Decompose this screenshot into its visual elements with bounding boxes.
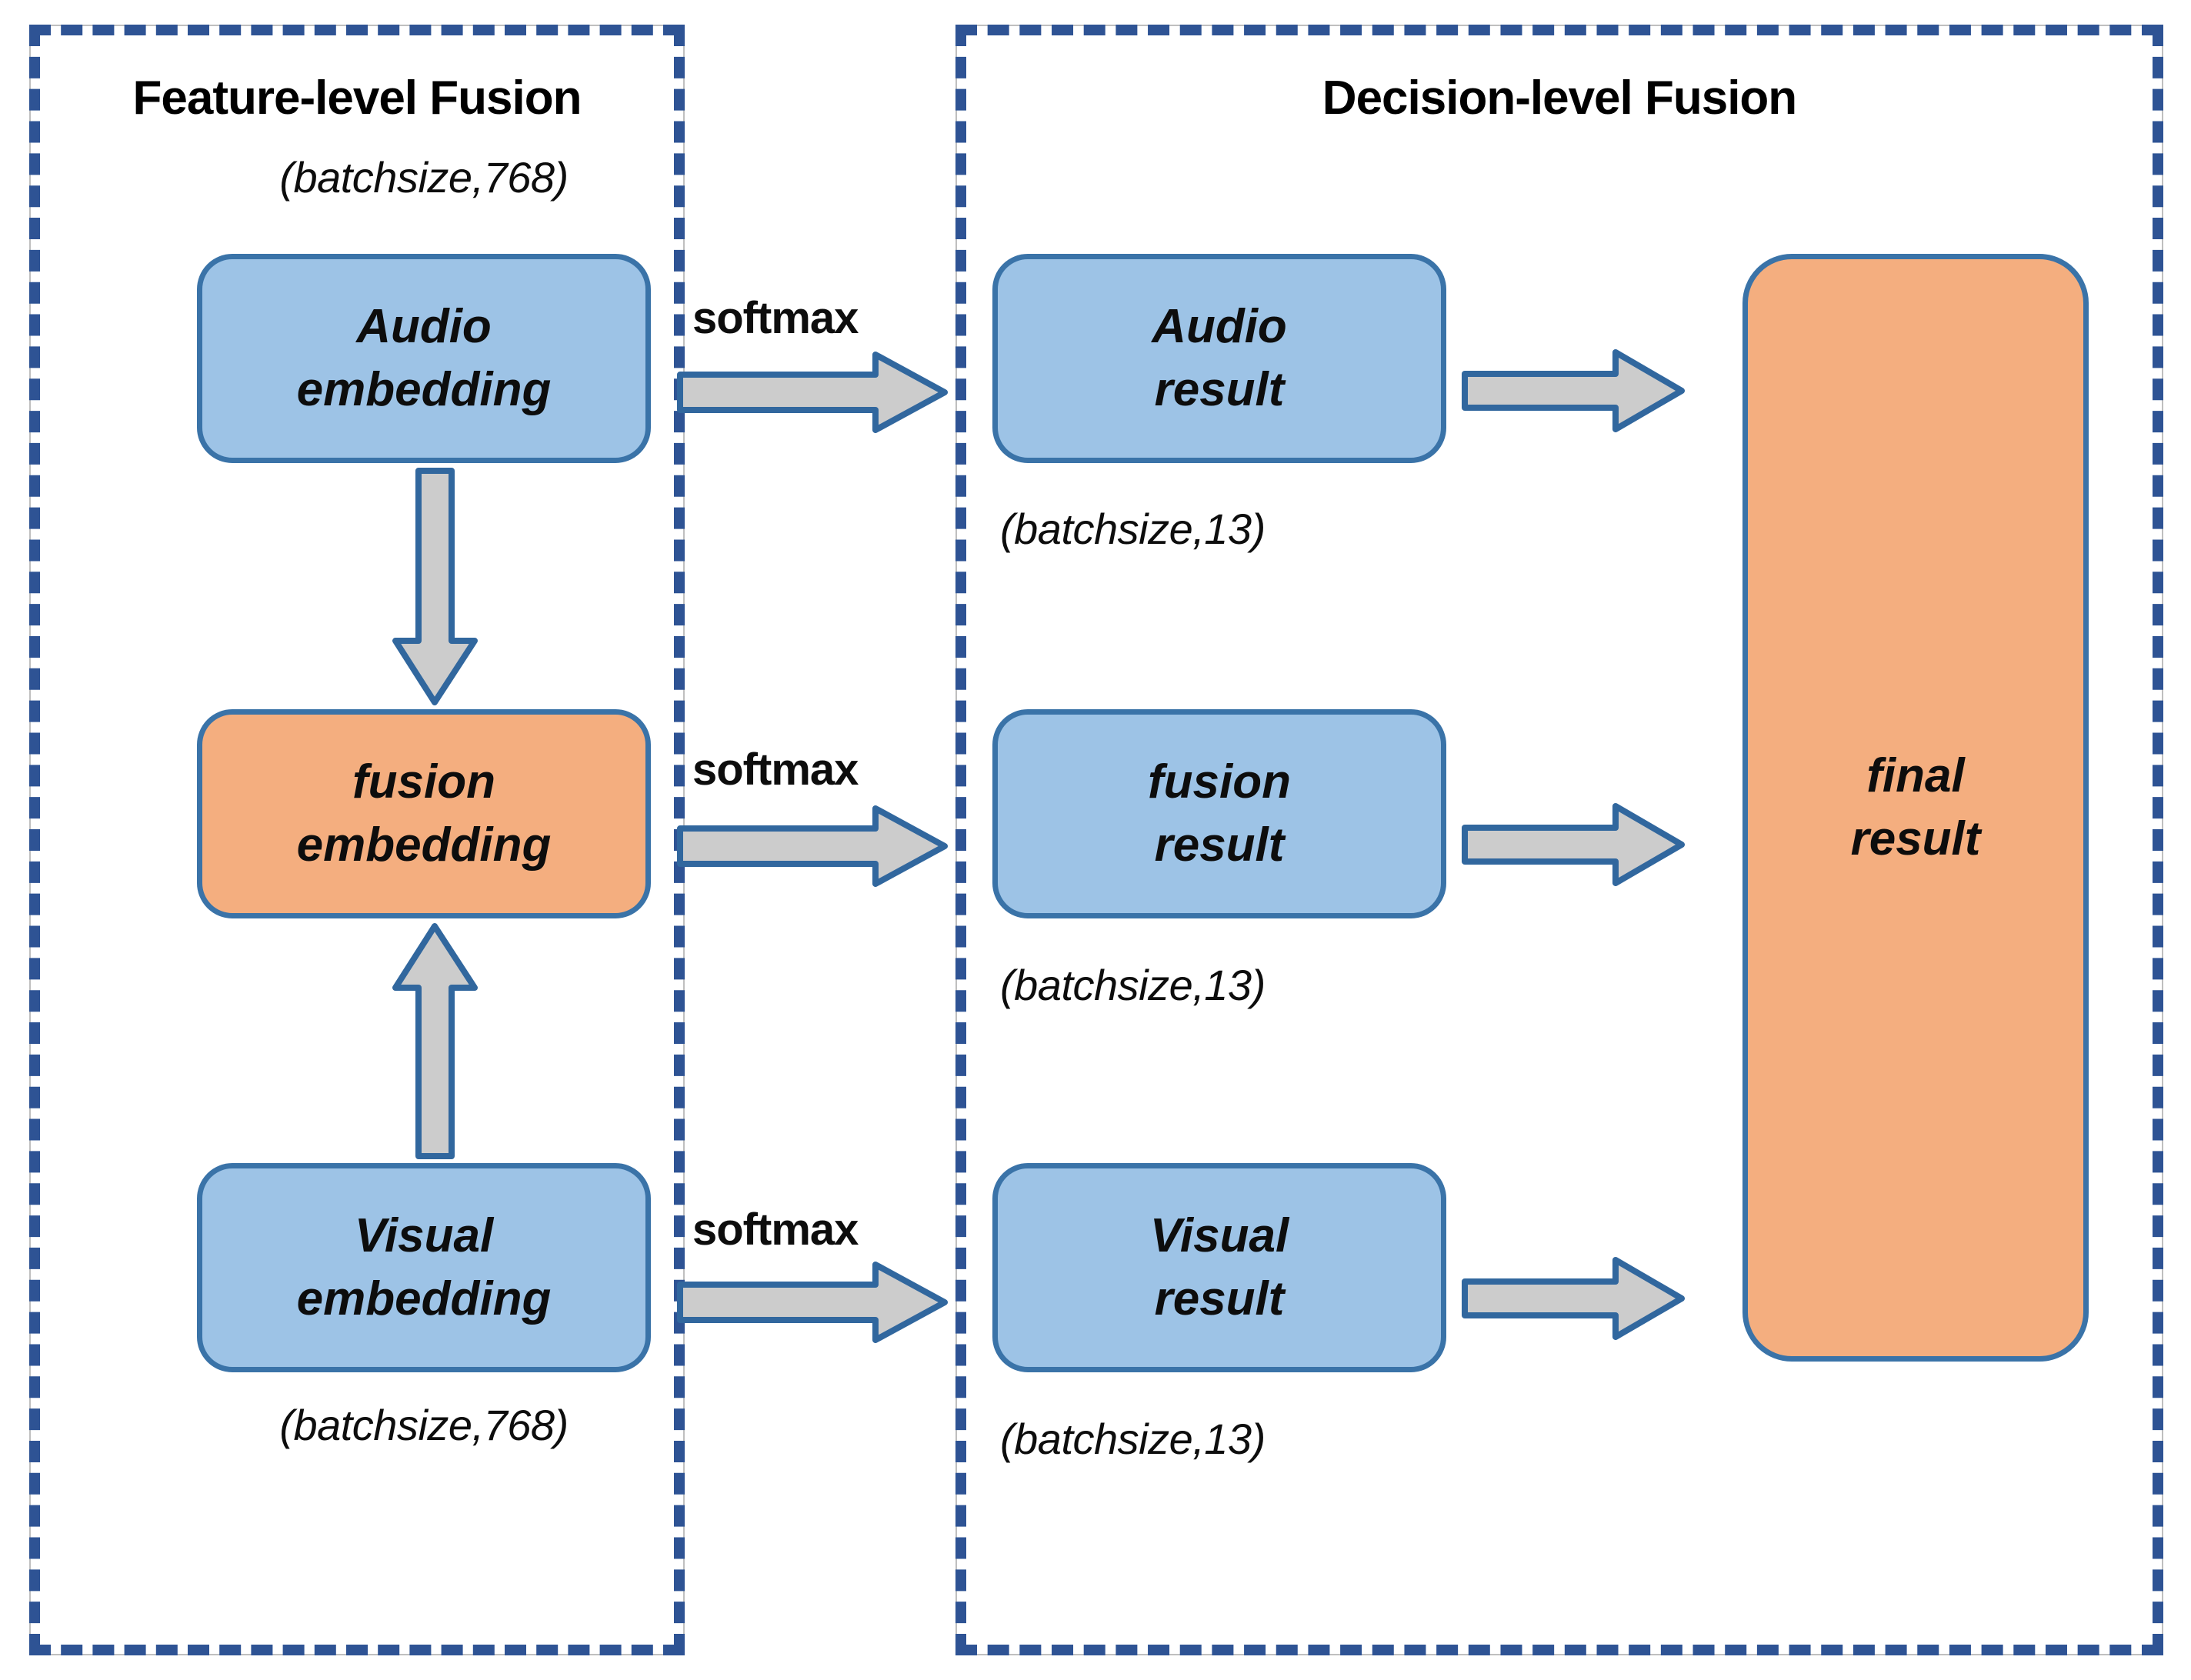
fusion-result-line1: fusion [1148, 755, 1291, 809]
visual-result-line2: result [1154, 1272, 1285, 1325]
fusion-embedding-node[interactable]: fusion embedding [197, 709, 651, 918]
audio-embedding-node[interactable]: Audio embedding [197, 254, 651, 463]
arrow-audio-result-to-final-result [1462, 348, 1685, 434]
audio-result-line2: result [1154, 363, 1285, 416]
visual-embedding-shape-label: (batchsize,768) [279, 1401, 569, 1449]
visual-result-shape-label: (batchsize,13) [1000, 1415, 1266, 1463]
visual-result-node[interactable]: Visual result [992, 1163, 1446, 1372]
arrow-fusion-result-to-final-result [1462, 802, 1685, 888]
audio-result-shape-label: (batchsize,13) [1000, 505, 1266, 553]
audio-result-line1: Audio [1152, 300, 1287, 354]
arrow-audio-embedding-to-fusion-embedding [391, 468, 479, 706]
arrow-visual-result-to-final-result [1462, 1255, 1685, 1342]
softmax-visual-label: softmax [692, 1205, 859, 1255]
visual-embedding-line1: Visual [354, 1209, 494, 1263]
audio-embedding-line2: embedding [296, 363, 552, 416]
fusion-result-line2: result [1154, 818, 1285, 872]
feature-level-fusion-title: Feature-level Fusion [132, 72, 582, 125]
arrow-visual-embedding-to-fusion-embedding [391, 923, 479, 1160]
visual-result-line1: Visual [1149, 1209, 1289, 1263]
arrow-fusion-embedding-to-fusion-result [677, 804, 948, 888]
final-result-line1: final [1866, 749, 1965, 803]
audio-embedding-line1: Audio [356, 300, 492, 354]
audio-embedding-shape-label: (batchsize,768) [279, 153, 569, 202]
audio-result-node[interactable]: Audio result [992, 254, 1446, 463]
arrow-visual-embedding-to-visual-result [677, 1260, 948, 1345]
visual-embedding-node[interactable]: Visual embedding [197, 1163, 651, 1372]
fusion-embedding-line2: embedding [296, 818, 552, 872]
decision-level-fusion-title: Decision-level Fusion [1322, 72, 1797, 125]
softmax-fusion-label: softmax [692, 745, 859, 795]
fusion-result-shape-label: (batchsize,13) [1000, 961, 1266, 1009]
decision-level-fusion-panel [955, 25, 2163, 1655]
softmax-audio-label: softmax [692, 293, 859, 343]
fusion-embedding-line1: fusion [352, 755, 495, 809]
arrow-audio-embedding-to-audio-result [677, 350, 948, 435]
visual-embedding-line2: embedding [296, 1272, 552, 1325]
final-result-line2: result [1850, 812, 1981, 865]
fusion-result-node[interactable]: fusion result [992, 709, 1446, 918]
final-result-node[interactable]: final result [1742, 254, 2089, 1362]
